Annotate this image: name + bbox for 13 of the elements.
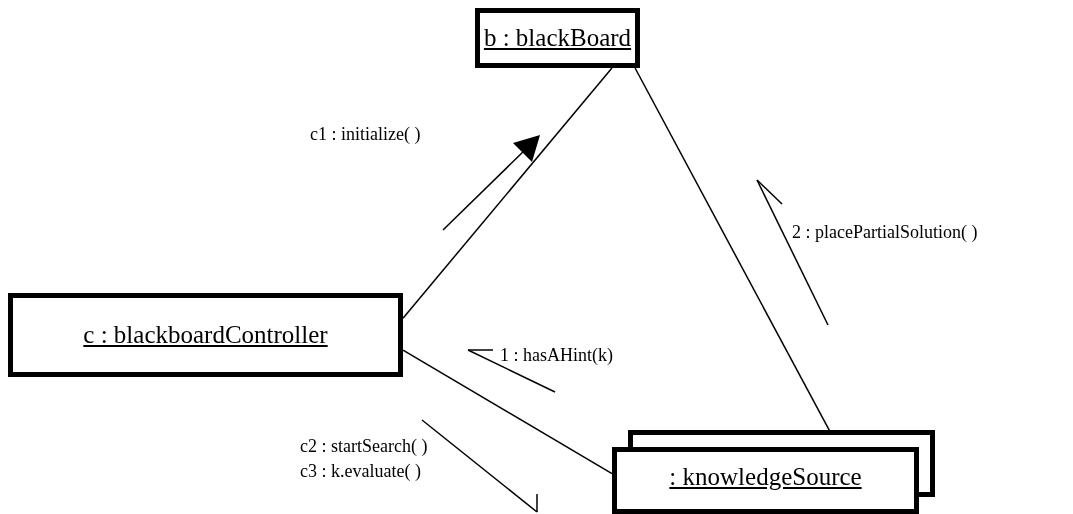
- object-name: : knowledgeSource: [669, 463, 862, 491]
- message-label: c1 : initialize( ): [310, 124, 421, 145]
- object-box: [8, 293, 403, 377]
- multi-object-box: [612, 430, 935, 514]
- object-box: [475, 8, 640, 68]
- object-name: b : blackBoard: [483, 24, 632, 52]
- message-label: c2 : startSearch( ): [300, 436, 428, 457]
- message-label: c3 : k.evaluate( ): [300, 461, 421, 482]
- association-line: [402, 349, 613, 475]
- object-name: c : blackboardController: [83, 321, 328, 349]
- association-line: [402, 67, 613, 319]
- message-label: 1 : hasAHint(k): [500, 345, 613, 366]
- message-label: 2 : placePartialSolution( ): [792, 222, 978, 243]
